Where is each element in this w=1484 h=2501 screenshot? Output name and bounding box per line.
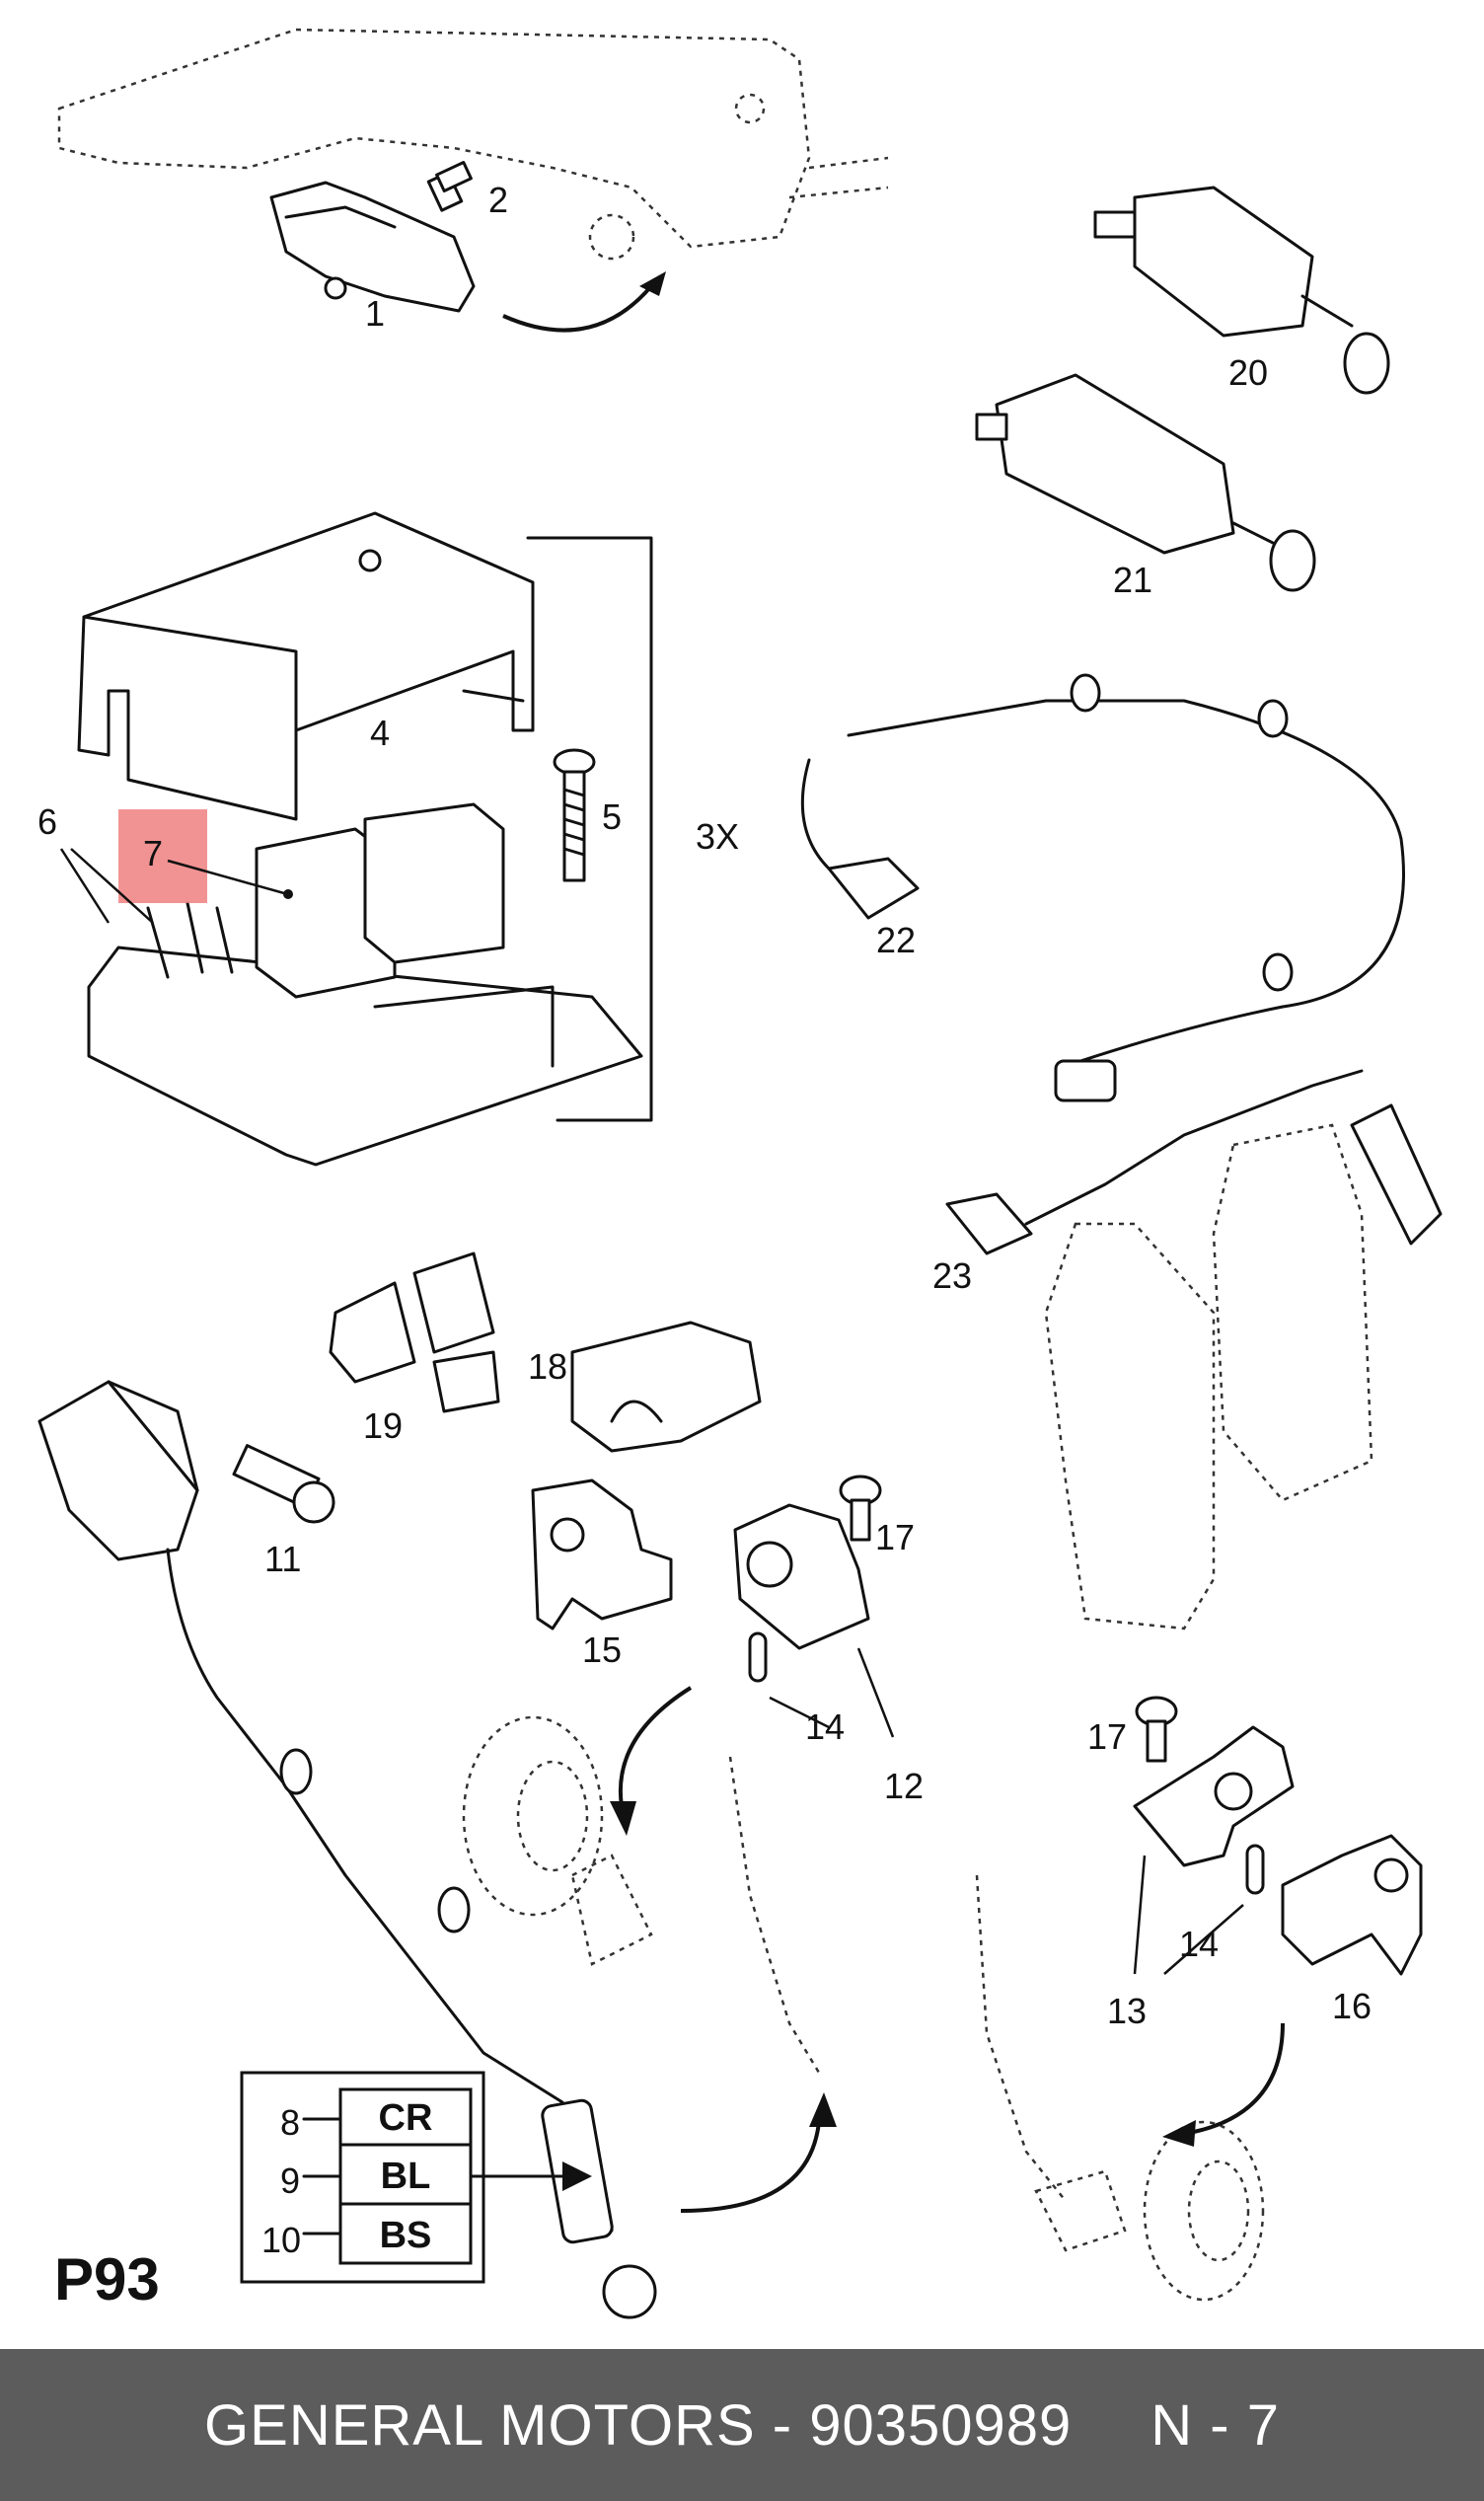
part-13-bracket [1133, 1725, 1295, 1867]
part-14-pin-b [1245, 1844, 1265, 1895]
wheel-hub-assembly-drawing [462, 1715, 1265, 2302]
sensor-variant-table: CR BL BS [240, 2071, 592, 2284]
callout-14-a: 14 [805, 1706, 845, 1747]
part-13-14-leaders [1133, 1855, 1244, 1975]
part-22-abs-sensor-cable [800, 673, 1405, 1102]
part-12-14-leaders [769, 1647, 895, 1738]
callout-15: 15 [582, 1629, 622, 1670]
callout-6: 6 [37, 801, 57, 842]
footer-part-number: GENERAL MOTORS - 90350989 [204, 2392, 1073, 2458]
quantity-bracket [526, 536, 653, 1122]
install-arrow-left [618, 1686, 693, 1807]
part-20-brake-switch [1093, 186, 1390, 395]
install-arrow-right [1193, 2022, 1285, 2134]
footer-page-number: N - 7 [1150, 2392, 1280, 2458]
part-1-handbrake-switch [269, 181, 476, 313]
callout-23: 23 [932, 1255, 972, 1296]
part-5-screw [553, 748, 596, 882]
callout-12: 12 [884, 1766, 924, 1806]
part-17-screw-a [839, 1475, 882, 1542]
callout-18: 18 [528, 1346, 567, 1387]
callout-1: 1 [365, 293, 385, 334]
page-code: P93 [54, 2246, 160, 2312]
part-4-module-cover [77, 511, 535, 821]
part-6-leader [59, 848, 154, 924]
install-arrow-left-head [610, 1801, 636, 1836]
part-2-screw [426, 161, 473, 212]
install-arrow-bottom-head [809, 2092, 837, 2127]
callout-11: 11 [264, 1539, 301, 1579]
install-arrow-top [502, 284, 653, 333]
part-16-bracket [1281, 1834, 1423, 1976]
callout-10: 10 [261, 2220, 301, 2260]
install-arrow-top-head [639, 271, 666, 296]
footer-banner: GENERAL MOTORS - 90350989 N - 7 [0, 2349, 1484, 2501]
callout-7: 7 [143, 833, 163, 873]
callout-4: 4 [370, 713, 390, 753]
control-module-base [87, 802, 643, 1167]
callout-19: 19 [363, 1405, 403, 1446]
part-17-screw-b [1135, 1696, 1178, 1763]
parts-exploded-diagram: CR BL BS 1 2 3X 4 5 6 7 8 9 10 11 12 13 … [37, 28, 1443, 2319]
install-arrow-bottom [680, 2121, 821, 2213]
table-row-bs: BS [380, 2215, 432, 2256]
part-7-leader [167, 859, 285, 895]
callout-8: 8 [280, 2102, 300, 2143]
part-11-screw [232, 1444, 335, 1524]
callout-20: 20 [1228, 352, 1268, 393]
part-15-bracket [531, 1478, 673, 1630]
part-21-brake-switch [975, 373, 1316, 592]
part-23-abs-sensor-cable [945, 1069, 1443, 1255]
callout-13: 13 [1107, 1991, 1147, 2031]
part-12-bracket [733, 1503, 870, 1650]
callout-16: 16 [1332, 1986, 1372, 2026]
brake-pads-drawing [1044, 1123, 1373, 1630]
install-arrow-right-head [1162, 2120, 1196, 2147]
callout-5: 5 [602, 796, 622, 837]
handbrake-lever-drawing [57, 28, 889, 261]
callout-22: 22 [876, 920, 916, 960]
part-7-highlight [118, 809, 207, 903]
callout-17-a: 17 [875, 1517, 915, 1557]
part-18-clip [570, 1321, 762, 1453]
callout-3x: 3X [696, 816, 739, 857]
table-row-cr: CR [379, 2097, 433, 2139]
callout-9: 9 [280, 2160, 300, 2201]
table-row-bl: BL [381, 2156, 431, 2197]
part-7-leader-dot [283, 889, 293, 899]
callout-17-b: 17 [1087, 1716, 1127, 1757]
part-19-clip [329, 1251, 500, 1413]
callout-2: 2 [488, 180, 508, 220]
callout-21: 21 [1113, 560, 1152, 600]
part-14-pin-a [748, 1631, 768, 1683]
callout-14-b: 14 [1179, 1924, 1219, 1964]
